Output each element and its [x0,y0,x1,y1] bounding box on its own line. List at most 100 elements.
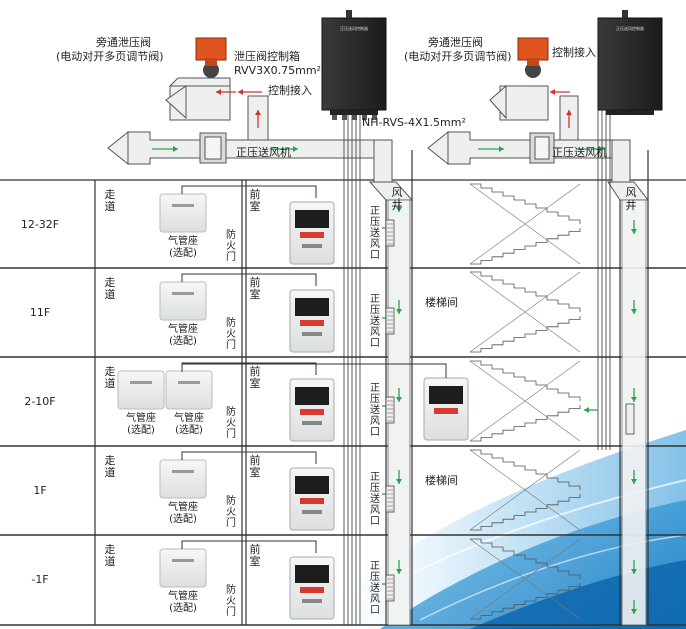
bypass-valve-left-sub: (电动对开多页调节阀) [56,49,164,63]
airflow-arrow [631,600,637,614]
sensor-base-label: 气管座 [126,411,156,424]
airflow-arrow [396,470,402,484]
control-box-left: 正压送风控制器 [321,10,387,120]
stair-flight [470,405,581,442]
corridor-label: 走道 [105,543,116,568]
airflow-arrow [631,300,637,314]
control-access-right-label: 控制接入 [552,45,596,59]
corridor-label: 走道 [105,188,116,213]
airflow-arrow [576,146,604,152]
fire-door-label: 防火门 [226,494,236,529]
airflow-arrow [631,560,637,574]
front-room-label: 前室 [250,364,261,390]
airflow-arrow [631,388,637,402]
bypass-valve-actuator-right [517,37,549,78]
pressurized-vent-label: 正压送风口 [370,206,380,261]
fire-door-label: 防火门 [226,583,236,618]
cable-bundle [343,100,611,625]
pressurized-vent-label: 正压送风口 [370,383,380,438]
corridor-label: 走道 [105,454,116,479]
stair-flight [470,271,581,312]
pressurized-vent-label: 正压送风口 [370,294,380,349]
floor-label: 12-32F [21,218,59,231]
bypass-valve-left-label: 旁通泄压阀 [96,35,151,49]
bypass-valve-actuator-left [195,37,227,78]
stairwell-label: 楼梯间 [425,473,458,487]
airflow-arrow [216,89,236,95]
stair-flight [470,183,581,224]
sensor-optional-label: (选配) [175,423,203,436]
fire-door-label: 防火门 [226,228,236,263]
stairwell-stairs [469,183,581,620]
airflow-arrow [396,560,402,574]
top-labels: 旁通泄压阀 (电动对开多页调节阀) 泄压阀控制箱 RVV3X0.75mm² 控制… [56,35,607,159]
pressure-controller [289,467,335,531]
pressure-sensor-base: 气管座(选配) [159,193,207,259]
airflow-arrow [584,407,598,413]
shaft-left-label: 风井 [392,186,403,212]
fan-right-label: 正压送风机 [552,145,607,159]
pressure-sensor-base: 气管座(选配) [117,370,165,436]
building-walls [94,150,649,625]
stair-flight [470,316,581,353]
sensor-base-label: 气管座 [168,589,198,602]
sensor-optional-label: (选配) [169,334,197,347]
shaft-labels: 风井 风井 [392,186,637,212]
pressure-controller [289,201,335,265]
stair-flight [470,449,581,490]
airflow-arrow [396,388,402,402]
control-box-left-label: 泄压阀控制箱 [234,49,300,63]
fire-door-label: 防火门 [226,405,236,440]
front-room-label: 前室 [250,453,261,479]
sensor-base-label: 气管座 [174,411,204,424]
corridor-label: 走道 [105,365,116,390]
pressurized-vent [385,219,395,247]
floor-slabs [0,179,686,626]
pressurized-vent [385,485,395,513]
control-access-left-label: 控制接入 [268,83,312,97]
airflow-arrow [478,146,504,152]
cable-rvv-label: RVV3X0.75mm² [234,64,321,77]
svg-text:正压送风控制器: 正压送风控制器 [340,25,368,31]
pressurized-vent-label: 正压送风口 [370,561,380,616]
fire-door-label: 防火门 [226,316,236,351]
pressure-controller [289,378,335,442]
sensor-optional-label: (选配) [169,512,197,525]
airflow-arrow [396,198,402,212]
cable-nh-label: NH-RVS-4X1.5mm² [362,116,466,129]
airflow-arrow [270,146,298,152]
pressure-sensor-base: 气管座(选配) [159,281,207,347]
stair-flight [470,494,581,531]
front-room-label: 前室 [250,542,261,568]
fan-left-label: 正压送风机 [236,145,291,159]
stairwell-vent [625,403,635,435]
floor-label: 11F [30,306,50,319]
airflow-arrow [550,89,570,95]
pressure-sensor-base: 气管座(选配) [159,459,207,525]
stair-flight [470,583,581,620]
airflow-arrow [255,110,261,128]
airflow-arrow [566,110,572,128]
shaft-right-label: 风井 [626,186,637,212]
floor-label: -1F [31,573,48,586]
sensor-optional-label: (选配) [169,601,197,614]
stair-flight [470,538,581,579]
svg-text:正压送风控制器: 正压送风控制器 [616,25,644,31]
airflow-arrow [396,300,402,314]
airflow-arrow [238,89,262,95]
pressurized-vent [385,307,395,335]
pressurized-vent-label: 正压送风口 [370,472,380,527]
duct-system-right [427,84,650,201]
duct-system-left [107,77,414,201]
sensor-optional-label: (选配) [169,246,197,259]
pressure-sensor-base: 气管座(选配) [165,370,213,436]
pressure-controller [289,289,335,353]
stairwell-label: 楼梯间 [425,295,458,309]
sensor-base-label: 气管座 [168,234,198,247]
stair-flight [470,360,581,401]
